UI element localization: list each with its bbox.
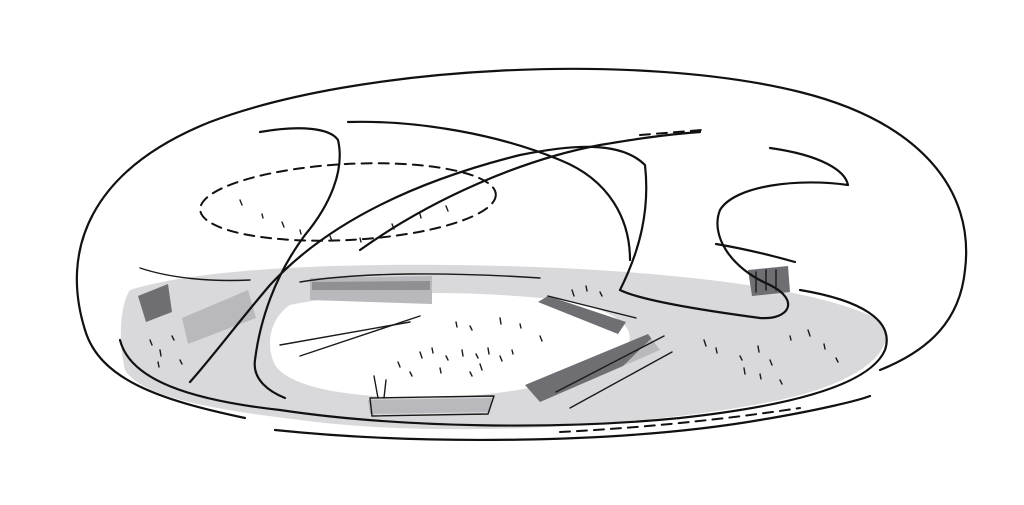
front-posts — [373, 375, 387, 399]
block-far-right — [748, 266, 790, 296]
outer-shell — [75, 67, 968, 372]
people-dots — [149, 199, 839, 385]
left-wall-line — [139, 267, 251, 282]
block-back-shadow — [312, 281, 430, 290]
bottom-dash-edge — [559, 407, 801, 433]
table-diag — [555, 335, 665, 393]
canopy-top-arc — [346, 120, 632, 262]
floor-front-edge — [273, 394, 872, 442]
canopy-top-arc-2 — [358, 130, 702, 252]
top-dash-accent — [639, 129, 703, 136]
table-front — [369, 395, 495, 417]
table-right-top — [547, 295, 637, 319]
far-right-posts — [755, 269, 777, 293]
table-diag-2 — [569, 351, 673, 409]
block-right-diag — [525, 334, 660, 402]
table-long-2 — [279, 321, 411, 346]
right-floor-shade — [590, 322, 857, 406]
canopy-left-arch — [253, 127, 341, 400]
skylight-oval — [199, 162, 497, 242]
block-front — [368, 398, 492, 414]
table-long-1 — [299, 315, 421, 357]
block-far-left — [138, 284, 172, 322]
canopy-right-curl — [714, 242, 797, 264]
block-left — [182, 290, 256, 344]
inner-court — [270, 293, 630, 398]
shell-bottom-left — [83, 328, 247, 420]
floor-edge — [118, 288, 888, 427]
canopy-left-inner — [188, 145, 648, 384]
canopy-right-wing — [618, 146, 850, 320]
court-back-line — [299, 273, 541, 283]
block-right-top — [538, 296, 626, 334]
